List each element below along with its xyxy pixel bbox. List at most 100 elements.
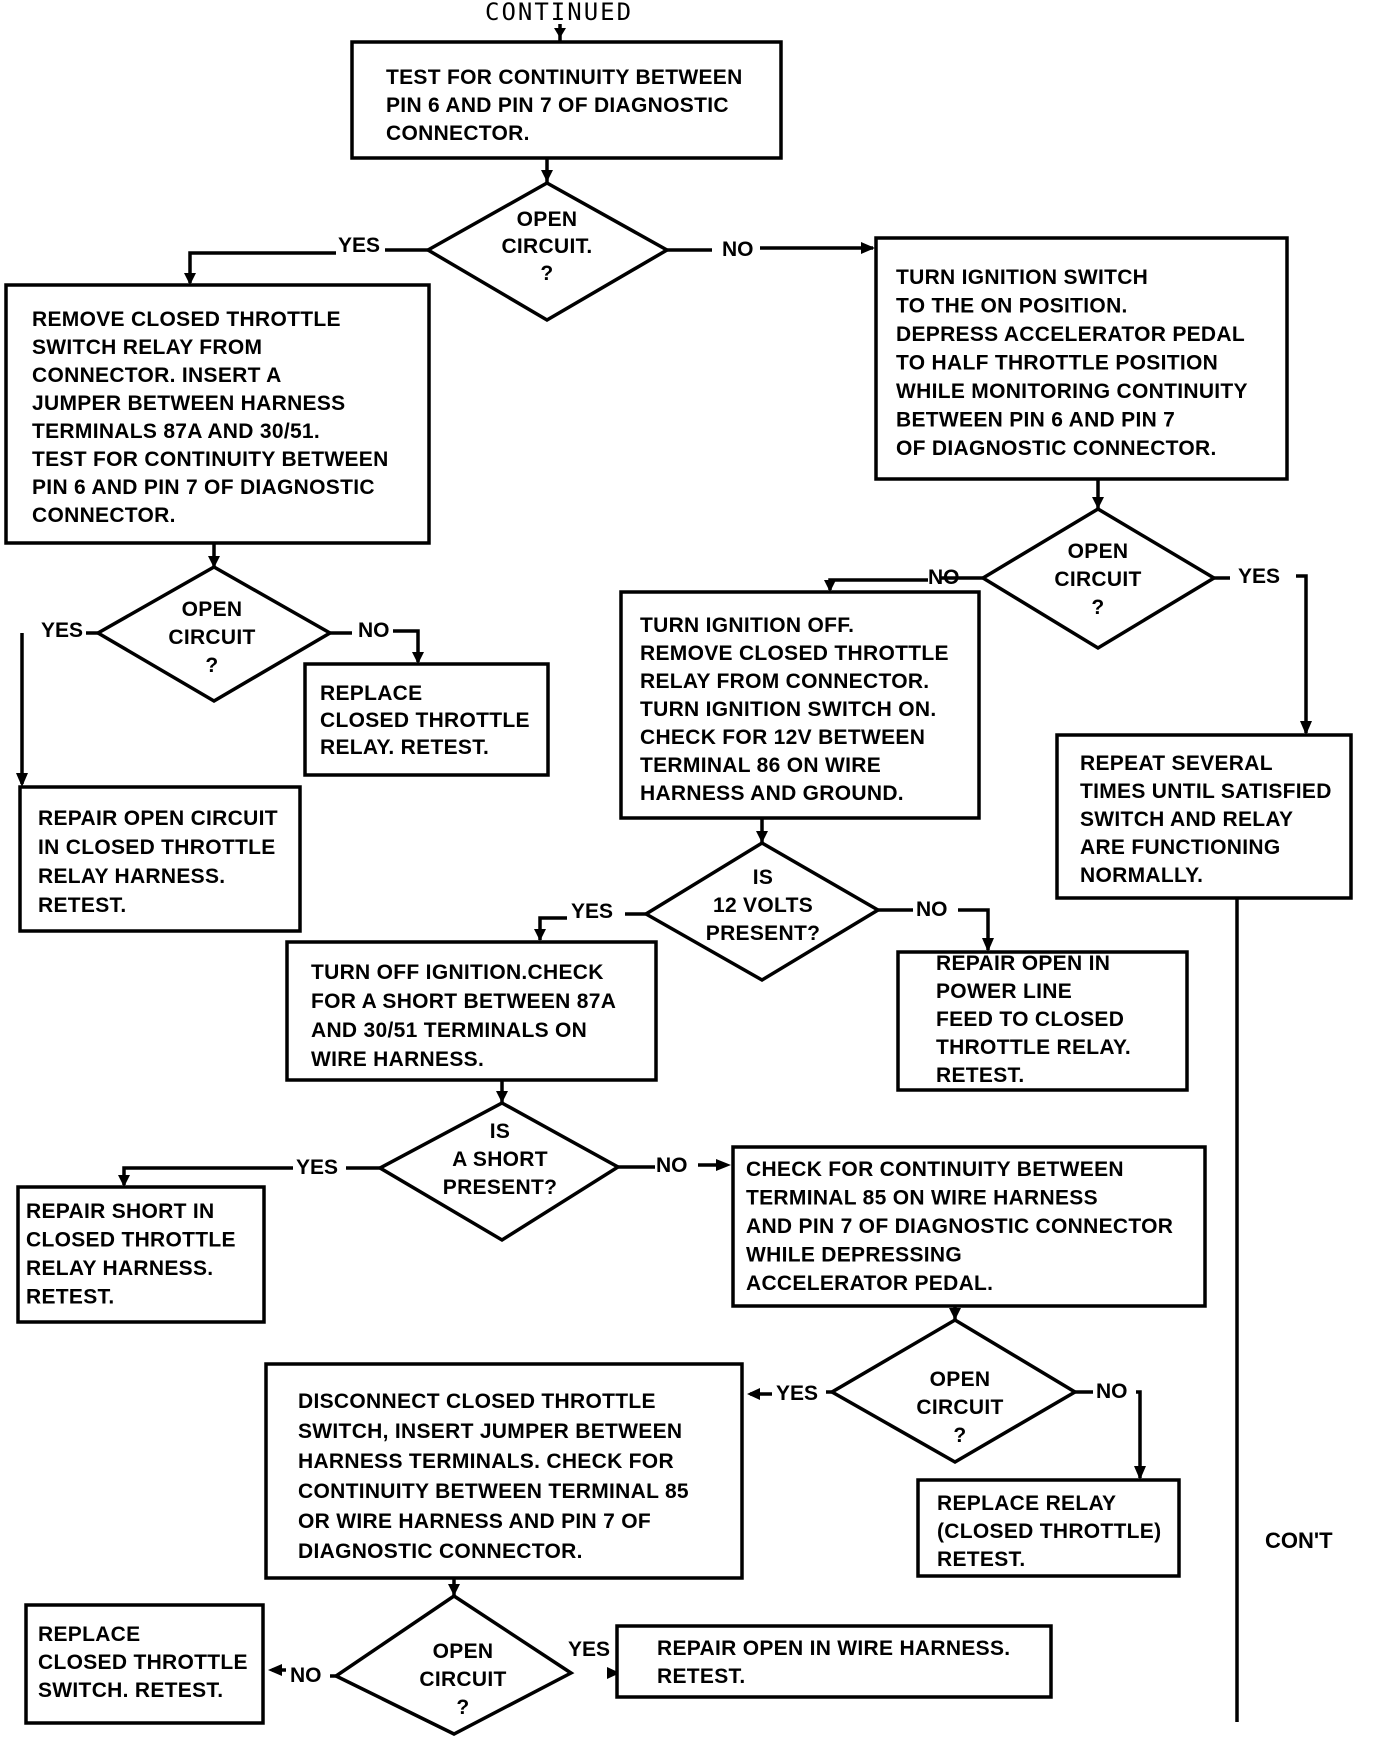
label-yes: YES <box>338 234 380 257</box>
text-line: TERMINALS 87A AND 30/51. <box>32 420 320 443</box>
text-line: CLOSED THROTTLE <box>38 1651 248 1674</box>
text-line: FEED TO CLOSED <box>936 1008 1124 1031</box>
process-boxes: TEST FOR CONTINUITY BETWEEN PIN 6 AND PIN… <box>4 40 1353 1725</box>
text-line: OPEN <box>182 598 243 621</box>
box-check-continuity-terminal-85: CHECK FOR CONTINUITY BETWEEN TERMINAL 85 … <box>731 1145 1207 1308</box>
text-line: ? <box>540 262 553 285</box>
text-line: TERMINAL 85 ON WIRE HARNESS <box>746 1187 1098 1210</box>
text-line: TURN IGNITION SWITCH ON. <box>640 698 937 721</box>
text-line: CONNECTOR. <box>32 504 176 527</box>
text-line: PIN 6 AND PIN 7 OF DIAGNOSTIC <box>32 476 375 499</box>
text-line: WHILE MONITORING CONTINUITY <box>896 380 1248 403</box>
text-line: OPEN <box>1068 540 1129 563</box>
text-line: HARNESS TERMINALS. CHECK FOR <box>298 1450 674 1473</box>
box-replace-relay-closed-throttle: REPLACE RELAY(CLOSED THROTTLE)RETEST. <box>916 1478 1181 1578</box>
text-line: REMOVE CLOSED THROTTLE <box>32 308 341 331</box>
text-line: JUMPER BETWEEN HARNESS <box>32 392 345 415</box>
text-line: THROTTLE RELAY. <box>936 1036 1131 1059</box>
text-line: DISCONNECT CLOSED THROTTLE <box>298 1390 656 1413</box>
label-yes: YES <box>568 1638 610 1661</box>
label-yes: YES <box>1238 565 1280 588</box>
continued-footer: CON'T <box>1265 1528 1333 1553</box>
box-repair-open-power-line: REPAIR OPEN IN POWER LINE FEED TO CLOSED TH… <box>896 950 1189 1092</box>
text-line: PRESENT? <box>443 1176 557 1199</box>
arrow-heads <box>16 28 1312 1679</box>
text-line: SWITCH, INSERT JUMPER BETWEEN <box>298 1420 682 1443</box>
box-repair-open-wire-harness: REPAIR OPEN IN WIRE HARNESS.RETEST. <box>615 1624 1053 1699</box>
text-line: TURN IGNITION SWITCH <box>896 266 1148 289</box>
decision-short-present: IS A SHORT PRESENT? <box>376 1101 622 1243</box>
text-line: CLOSED THROTTLE <box>26 1229 236 1252</box>
svg-text:REPLACE RELAY(CLOSED THROTTLE): REPLACE RELAY(CLOSED THROTTLE)RETEST. <box>937 1492 1161 1571</box>
text-line: SWITCH RELAY FROM <box>32 336 262 359</box>
text-line: TIMES UNTIL SATISFIED <box>1080 780 1332 803</box>
text-line: IS <box>490 1120 510 1143</box>
text-line: SWITCH AND RELAY <box>1080 808 1293 831</box>
text-line: WHILE DEPRESSING <box>746 1244 962 1267</box>
text-line: FOR A SHORT BETWEEN 87A <box>311 990 616 1013</box>
text-line: CIRCUIT <box>916 1396 1003 1419</box>
text-line: TEST FOR CONTINUITY BETWEEN <box>386 66 743 89</box>
box-disconnect-closed-throttle-switch: DISCONNECT CLOSED THROTTLE SWITCH, INSERT… <box>264 1362 744 1580</box>
label-yes: YES <box>776 1382 818 1405</box>
text-line: IN CLOSED THROTTLE <box>38 836 276 859</box>
text-line: ? <box>205 654 218 677</box>
text-line: REPLACE <box>38 1623 140 1646</box>
box-turn-ignition-on-depress-pedal: TURN IGNITION SWITCH TO THE ON POSITION. D… <box>874 236 1289 481</box>
text-line: RELAY HARNESS. <box>26 1257 213 1280</box>
text-line: RELAY HARNESS. <box>38 865 225 888</box>
text-line: REPAIR OPEN CIRCUIT <box>38 807 278 830</box>
svg-text:REPAIR OPEN IN WIRE HARNESS.RE: REPAIR OPEN IN WIRE HARNESS.RETEST. <box>657 1637 1010 1688</box>
text-line: NORMALLY. <box>1080 864 1203 887</box>
text-line: CIRCUIT <box>168 626 255 649</box>
text-line: REPAIR OPEN IN <box>936 952 1110 975</box>
box-turn-ignition-off-check-12v: TURN IGNITION OFF.REMOVE CLOSED THROTTLE… <box>619 590 981 820</box>
text-line: ? <box>456 1696 469 1719</box>
label-yes: YES <box>41 619 83 642</box>
text-line: CONNECTOR. <box>386 122 530 145</box>
text-line: POWER LINE <box>936 980 1072 1003</box>
text-line: TO HALF THROTTLE POSITION <box>896 352 1218 375</box>
text-line: CIRCUIT <box>419 1668 506 1691</box>
text-line: A SHORT <box>452 1148 548 1171</box>
text-line: HARNESS AND GROUND. <box>640 782 904 805</box>
branch-labels: YES NO YES NO NO YES YES NO YES NO YES N… <box>41 234 1280 1687</box>
text-line: DEPRESS ACCELERATOR PEDAL <box>896 323 1245 346</box>
text-line: REPAIR SHORT IN <box>26 1200 214 1223</box>
text-line: ACCELERATOR PEDAL. <box>746 1272 993 1295</box>
text-line: RELAY. RETEST. <box>320 736 489 759</box>
text-line: OPEN <box>930 1368 991 1391</box>
text-line: REPLACE RELAY <box>937 1492 1116 1515</box>
text-line: DIAGNOSTIC CONNECTOR. <box>298 1540 583 1563</box>
text-line: OR WIRE HARNESS AND PIN 7 OF <box>298 1510 651 1533</box>
label-no: NO <box>656 1154 688 1177</box>
text-line: AND PIN 7 OF DIAGNOSTIC CONNECTOR <box>746 1215 1173 1238</box>
text-line: ARE FUNCTIONING <box>1080 836 1281 859</box>
text-line: CHECK FOR CONTINUITY BETWEEN <box>746 1158 1124 1181</box>
text-line: TO THE ON POSITION. <box>896 295 1128 318</box>
label-yes: YES <box>296 1156 338 1179</box>
decision-open-circuit-2: OPEN CIRCUIT? <box>94 564 334 704</box>
text-line: TERMINAL 86 ON WIRE <box>640 754 881 777</box>
text-line: ? <box>1091 596 1104 619</box>
